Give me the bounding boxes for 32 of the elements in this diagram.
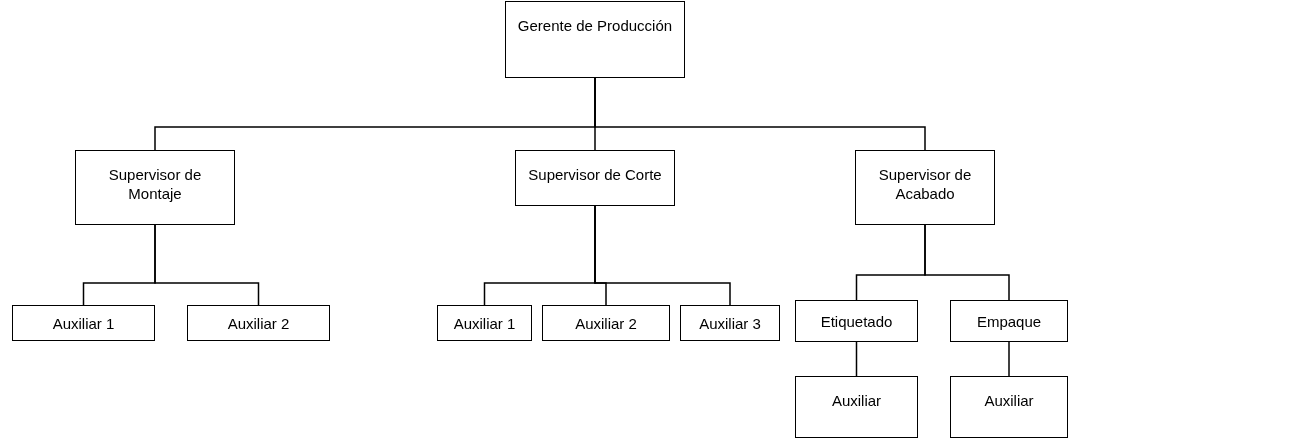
org-box <box>855 150 995 225</box>
connector-line <box>924 224 1010 301</box>
org-box <box>515 150 675 206</box>
org-box <box>437 305 532 341</box>
connector-line <box>855 341 858 377</box>
box-label: Auxiliar 2 <box>575 313 637 333</box>
connector-line <box>594 77 926 151</box>
org-box <box>680 305 780 341</box>
box-label: Auxiliar 3 <box>699 313 761 333</box>
org-box <box>187 305 330 341</box>
org-box <box>12 305 155 341</box>
box-label: Auxiliar <box>831 391 882 410</box>
box-label: Auxiliar 1 <box>453 313 516 333</box>
org-box <box>950 376 1068 438</box>
org-box <box>795 376 918 438</box>
box-label: Supervisor de Corte <box>528 165 662 184</box>
box-label: Gerente de Producción <box>517 16 673 35</box>
box-label: Auxiliar 2 <box>227 313 290 333</box>
org-box <box>542 305 670 341</box>
org-box <box>505 1 685 78</box>
box-label: Supervisor de Montaje <box>107 165 203 203</box>
box-label: Empaque <box>976 311 1042 331</box>
box-label: Supervisor de Acabado <box>877 165 973 203</box>
org-box <box>795 300 918 342</box>
org-box <box>75 150 235 225</box>
box-label: Auxiliar <box>984 391 1034 410</box>
connector-line <box>154 224 260 306</box>
org-box <box>950 300 1068 342</box>
connector-line <box>594 205 731 306</box>
connector-line <box>1008 341 1010 377</box>
box-label: Auxiliar 1 <box>52 313 115 333</box>
box-label: Etiquetado <box>820 311 893 331</box>
